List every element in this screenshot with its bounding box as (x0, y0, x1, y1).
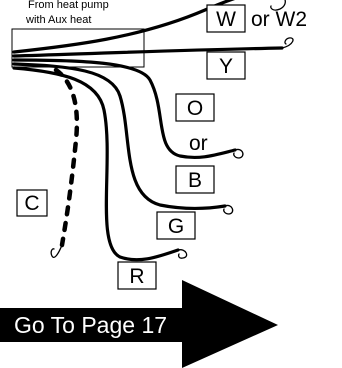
label-box-g (156, 211, 196, 240)
label-box-o (175, 93, 215, 122)
header-line-1: From heat pump (28, 0, 109, 11)
label-or: or (189, 132, 208, 155)
label-g: G (168, 215, 184, 238)
label-c: C (24, 192, 39, 215)
label-w: W (216, 8, 236, 31)
wire-w-hook (270, 0, 286, 11)
label-box-w (206, 4, 246, 33)
go-to-page-text[interactable]: Go To Page 17 (14, 312, 167, 338)
wire-g (12, 62, 227, 211)
wire-r (12, 66, 180, 262)
wire-w (12, 0, 236, 54)
wire-o-b (12, 58, 237, 160)
label-box-b (175, 165, 215, 194)
label-b: B (188, 169, 202, 192)
wire-o-b-hook (233, 148, 244, 159)
label-r: R (129, 265, 144, 288)
wire-c (53, 67, 80, 248)
label-box-c (16, 189, 48, 217)
header-line-2: with Aux heat (25, 14, 91, 26)
wire-c-hook (50, 244, 63, 259)
wire-y (12, 46, 284, 58)
wire-y-hook (281, 37, 294, 49)
label-box-y (206, 51, 246, 80)
label-box-r (117, 261, 157, 290)
go-to-page-arrow[interactable] (0, 280, 278, 368)
label-o: O (187, 97, 203, 120)
label-w-suffix: or W2 (251, 8, 307, 31)
wire-g-hook (223, 204, 234, 215)
label-y: Y (219, 55, 233, 78)
wire-r-hook (177, 249, 188, 259)
